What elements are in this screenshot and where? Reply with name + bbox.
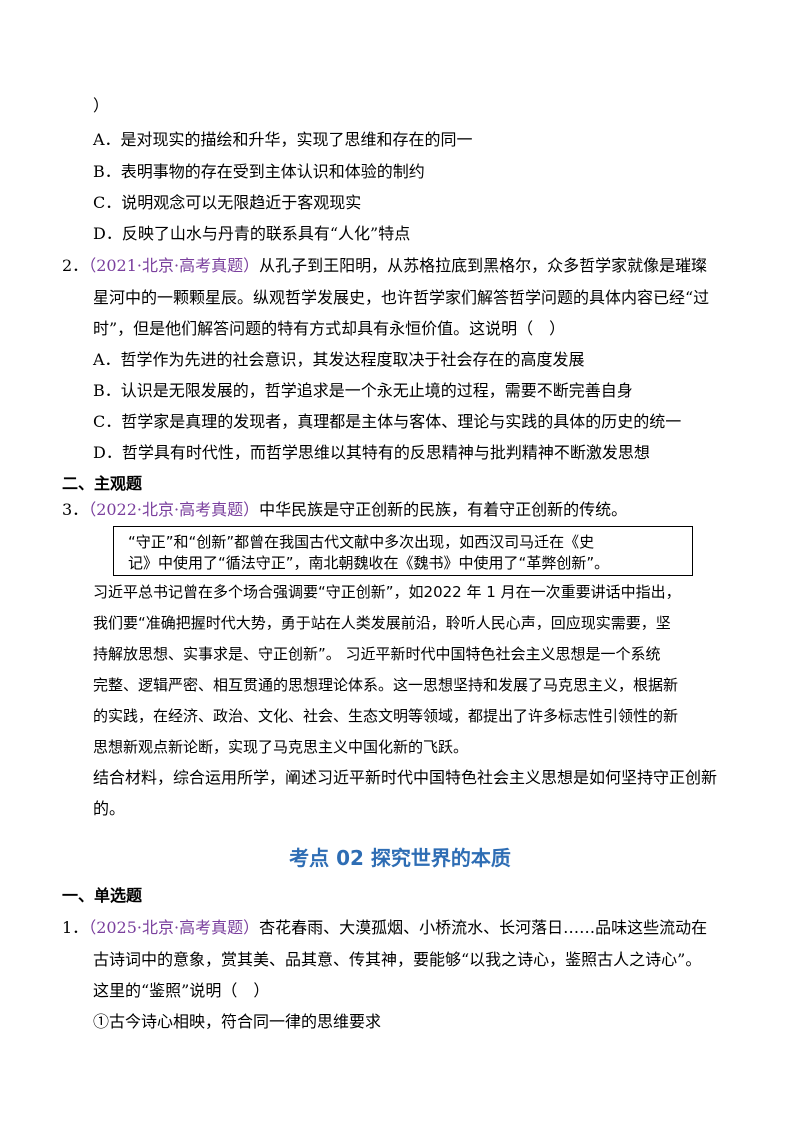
question-number: 3． (62, 500, 89, 519)
option-a: A．哲学作为先进的社会意识，其发达程度取决于社会存在的高度发展 (93, 350, 585, 369)
question-text: 时”，但是他们解答问题的特有方式却具有永恒价值。这说明（ ） (93, 319, 566, 338)
question-number: 2． (62, 256, 89, 275)
question-source: （2022·北京·高考真题） (88, 500, 260, 519)
material-paragraph: 习近平总书记曾在多个场合强调要“守正创新”，如2022 年 1 月在一次重要讲话… (93, 583, 681, 601)
question-1: 1．（2025·北京·高考真题）杏花春雨、大漠孤烟、小桥流水、长河落日……品味这… (62, 918, 707, 938)
task-text: 结合材料，综合运用所学，阐述习近平新时代中国特色社会主义思想是如何坚持守正创新 (93, 768, 718, 787)
option-d: D．反映了山水与丹青的联系具有“人化”特点 (93, 224, 411, 243)
paren-close: ） (93, 96, 110, 115)
question-text: 杏花春雨、大漠孤烟、小桥流水、长河落日……品味这些流动在 (259, 918, 708, 937)
material-paragraph: 我们要“准确把握时代大势，勇于站在人类发展前沿，聆听人民心声，回应现实需要，坚 (93, 614, 671, 632)
material-paragraph: 完整、逻辑严密、相互贯通的思想理论体系。这一思想坚持和发展了马克思主义，根据新 (93, 676, 679, 694)
question-text: 这里的“鉴照”说明（ ） (93, 981, 270, 1000)
question-2: 2．（2021·北京·高考真题）从孔子到王阳明，从苏格拉底到黑格尔，众多哲学家就… (62, 256, 707, 276)
question-intro: 中华民族是守正创新的民族，有着守正创新的传统。 (259, 500, 628, 519)
option-d: D．哲学具有时代性，而哲学思维以其特有的反思精神与批判精神不断激发思想 (93, 443, 650, 462)
option-b: B．认识是无限发展的，哲学追求是一个永无止境的过程，需要不断完善自身 (93, 381, 633, 400)
option-b: B．表明事物的存在受到主体认识和体验的制约 (93, 162, 425, 181)
material-text: 记》中使用了“循法守正”，南北朝魏收在《魏书》中使用了“革弊创新”。 (128, 554, 610, 572)
section-title: 一、单选题 (62, 886, 143, 905)
question-3: 3．（2022·北京·高考真题）中华民族是守正创新的民族，有着守正创新的传统。 (62, 500, 627, 520)
material-box (113, 526, 693, 576)
option-1: ①古今诗心相映，符合同一律的思维要求 (93, 1012, 382, 1031)
question-number: 1． (62, 918, 89, 937)
option-c: C．说明观念可以无限趋近于客观现实 (93, 193, 362, 212)
question-source: （2021·北京·高考真题） (88, 256, 260, 275)
question-text: 古诗词中的意象，赏其美、品其意、传其神，要能够“以我之诗心，鉴照古人之诗心”。 (93, 950, 702, 969)
question-source: （2025·北京·高考真题） (88, 918, 260, 937)
question-text: 从孔子到王阳明，从苏格拉底到黑格尔，众多哲学家就像是璀璨 (259, 256, 708, 275)
section-title: 二、主观题 (62, 474, 143, 493)
option-a: A．是对现实的描绘和升华，实现了思维和存在的同一 (93, 130, 473, 149)
topic-heading: 考点 02 探究世界的本质 (289, 846, 511, 870)
material-text: “守正”和“创新”都曾在我国古代文献中多次出现，如西汉司马迁在《史 (128, 533, 595, 551)
material-paragraph: 持解放思想、实事求是、守正创新”。 习近平新时代中国特色社会主义思想是一个系统 (93, 645, 661, 663)
material-paragraph: 的实践，在经济、政治、文化、社会、生态文明等领域，都提出了许多标志性引领性的新 (93, 707, 679, 725)
option-c: C．哲学家是真理的发现者，真理都是主体与客体、理论与实践的具体的历史的统一 (93, 412, 682, 431)
question-text: 星河中的一颗颗星辰。纵观哲学发展史，也许哲学家们解答哲学问题的具体内容已经“过 (93, 288, 710, 307)
material-paragraph: 思想新观点新论断，实现了马克思主义中国化新的飞跃。 (93, 738, 469, 756)
task-text: 的。 (93, 799, 126, 818)
